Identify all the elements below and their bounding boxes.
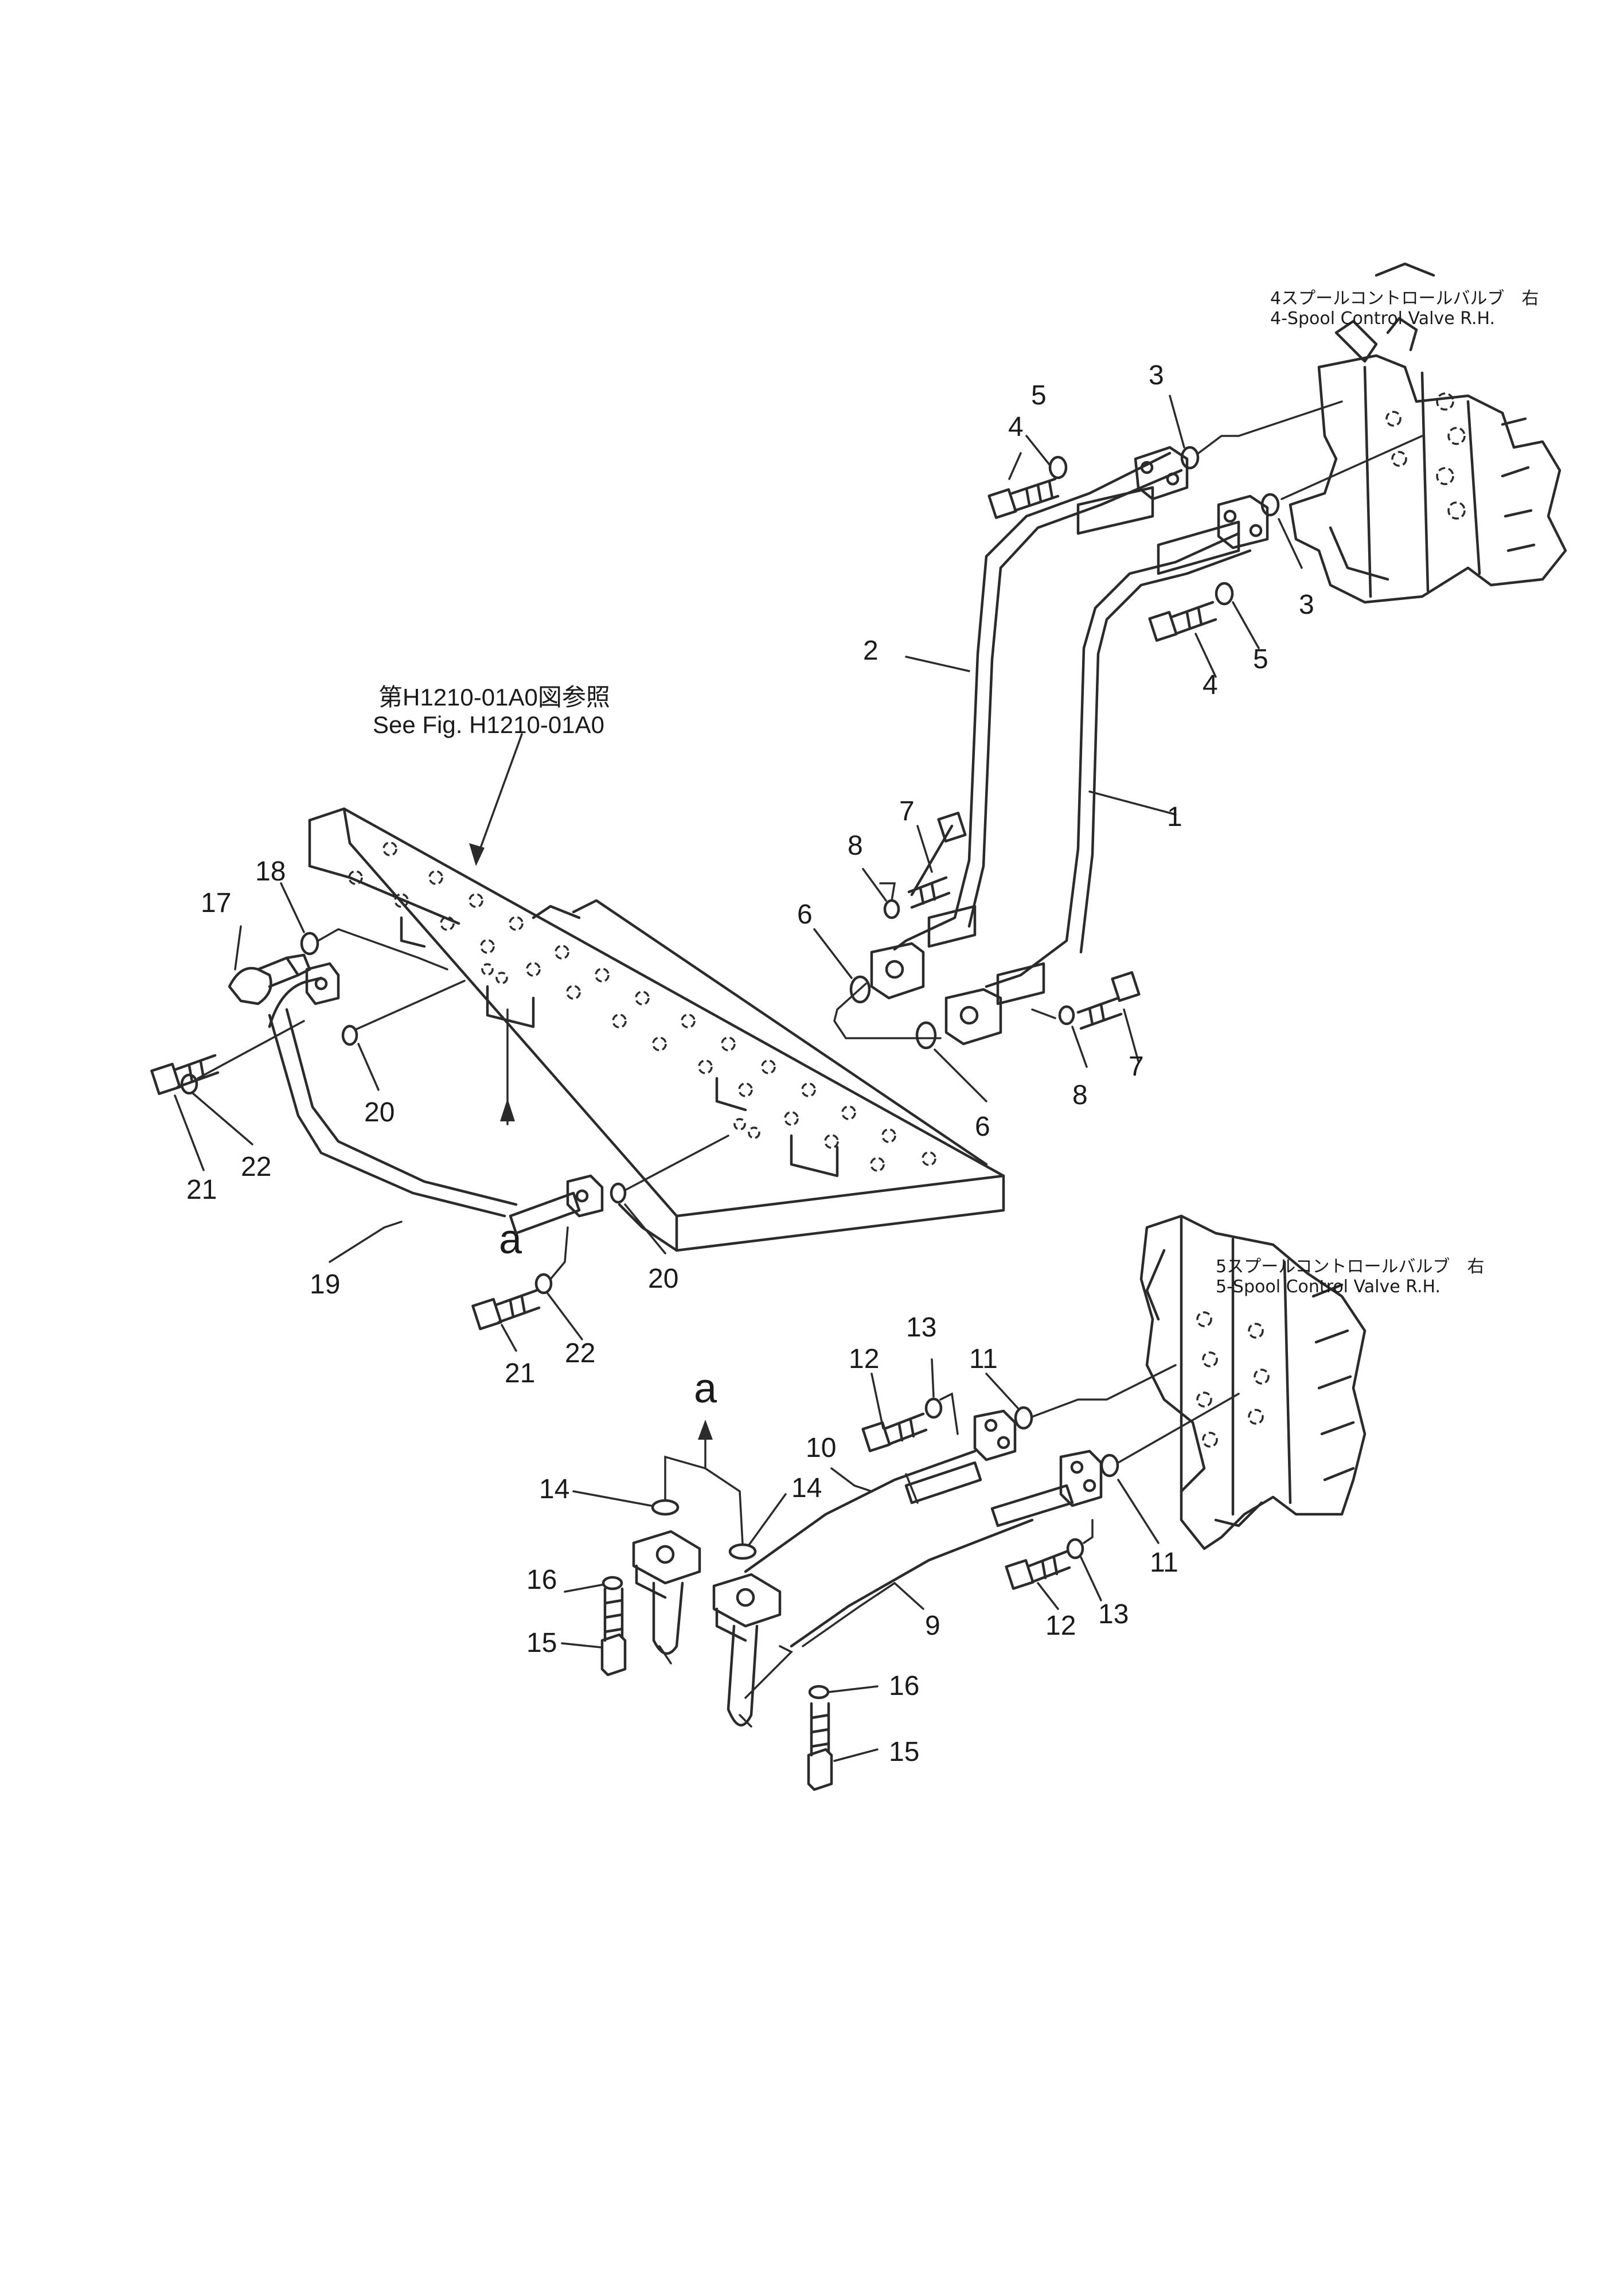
- callout-3-lower: 3: [1299, 590, 1314, 620]
- callout-13-upper: 13: [906, 1312, 936, 1343]
- view-mark-a-upper: a: [499, 1217, 522, 1262]
- callout-11-upper: 11: [969, 1344, 998, 1374]
- o-ring-11-lower: [1100, 1453, 1119, 1478]
- o-ring-20-upper: [341, 1024, 358, 1046]
- callout-10: 10: [806, 1433, 836, 1463]
- bolt-12-lower: [1005, 1550, 1071, 1590]
- bolt-15-left: [600, 1587, 627, 1677]
- callout-6-upper: 6: [797, 899, 813, 930]
- bolt-15-right: [807, 1702, 833, 1791]
- bolt-12-upper: [861, 1412, 928, 1452]
- o-ring-14-right: [728, 1543, 757, 1560]
- tube-9: [790, 1449, 1103, 1648]
- callout-19: 19: [310, 1269, 340, 1300]
- callout-13-lower: 13: [1098, 1599, 1129, 1630]
- washer-8-upper: [883, 899, 900, 919]
- valve-lower-title-en: 5-Spool Control Valve R.H.: [1216, 1277, 1440, 1297]
- callout-20-lower: 20: [648, 1264, 678, 1294]
- bolt-21-upper: [150, 1054, 220, 1096]
- washer-22-upper: [180, 1073, 198, 1095]
- callout-22-upper: 22: [241, 1152, 271, 1182]
- washer-13-upper: [924, 1397, 943, 1419]
- callout-16-right: 16: [889, 1671, 919, 1701]
- o-ring-14-left: [651, 1499, 680, 1516]
- callout-15-right: 15: [889, 1737, 919, 1767]
- callout-11-lower: 11: [1150, 1548, 1178, 1578]
- callout-8-upper: 8: [848, 831, 863, 861]
- tube-10: [744, 1409, 1017, 1573]
- callout-21-lower: 21: [505, 1358, 535, 1389]
- callout-3-upper: 3: [1149, 360, 1164, 391]
- bolt-7-lower: [1076, 971, 1141, 1030]
- reference-note-jp: 第H1210-01A0図参照: [378, 684, 610, 711]
- callout-4-lower: 4: [1203, 670, 1218, 700]
- washer-18: [300, 931, 319, 956]
- frame-cross-member: [308, 807, 1005, 1252]
- callout-5-lower: 5: [1253, 644, 1268, 675]
- valve-upper-title-jp: 4スプールコントロールバルブ 右: [1270, 289, 1539, 309]
- callout-7-upper: 7: [899, 796, 915, 827]
- callout-1: 1: [1167, 802, 1182, 832]
- reference-note-en: See Fig. H1210-01A0: [373, 711, 604, 738]
- callout-8-lower: 8: [1072, 1080, 1088, 1110]
- callout-4-upper: 4: [1008, 412, 1024, 442]
- callout-6-lower: 6: [975, 1112, 990, 1142]
- washer-22-lower: [534, 1273, 553, 1295]
- washer-16-left: [602, 1576, 623, 1591]
- callout-18: 18: [255, 856, 286, 887]
- bolt-4-lower: [1148, 601, 1217, 642]
- washer-5-lower: [1215, 582, 1234, 606]
- plug-17: [228, 953, 311, 1005]
- callout-16-left: 16: [526, 1565, 557, 1595]
- view-mark-a-lower: a: [694, 1366, 717, 1412]
- control-valve-4-spool: [1289, 262, 1567, 604]
- o-ring-6-lower: [915, 1021, 937, 1050]
- control-valve-5-spool: [1139, 1214, 1367, 1550]
- callout-15-left: 15: [526, 1628, 557, 1658]
- washer-5-upper: [1048, 455, 1068, 480]
- callout-leaders: [174, 395, 1303, 1762]
- o-ring-3-upper: [1180, 446, 1200, 470]
- washer-16-right: [808, 1685, 830, 1700]
- callout-14-right: 14: [791, 1473, 822, 1503]
- tube-19: [268, 962, 604, 1235]
- reference-arrow: [475, 733, 523, 862]
- callout-12-upper: 12: [849, 1344, 879, 1374]
- bolt-7-upper: [907, 812, 967, 909]
- callout-20-upper: 20: [364, 1097, 395, 1128]
- callout-9: 9: [925, 1611, 940, 1641]
- tube-2: [870, 446, 1189, 1000]
- valve-upper-title-en: 4-Spool Control Valve R.H.: [1270, 309, 1495, 329]
- callout-17: 17: [201, 888, 231, 918]
- flange-pipe-right: [712, 1573, 782, 1726]
- bolt-21-lower: [471, 1289, 541, 1331]
- callout-5-upper: 5: [1031, 380, 1047, 411]
- o-ring-6-upper: [849, 975, 871, 1004]
- flange-pipe-left: [632, 1530, 701, 1655]
- washer-13-lower: [1066, 1538, 1084, 1560]
- valve-lower-title-jp: 5スプールコントロールバルブ 右: [1216, 1257, 1485, 1277]
- callout-22-lower: 22: [565, 1338, 595, 1369]
- callout-2: 2: [863, 636, 879, 666]
- callout-14-left: 14: [539, 1474, 569, 1505]
- o-ring-20-lower: [610, 1182, 627, 1204]
- callout-12-lower: 12: [1045, 1611, 1076, 1641]
- o-ring-3-lower: [1260, 493, 1280, 517]
- o-ring-11-upper: [1014, 1406, 1033, 1430]
- bolt-4-upper: [987, 477, 1060, 519]
- callout-21-upper: 21: [186, 1175, 217, 1205]
- washer-8-lower: [1058, 1005, 1075, 1026]
- callout-7-lower: 7: [1129, 1051, 1144, 1082]
- tube-1: [944, 494, 1269, 1046]
